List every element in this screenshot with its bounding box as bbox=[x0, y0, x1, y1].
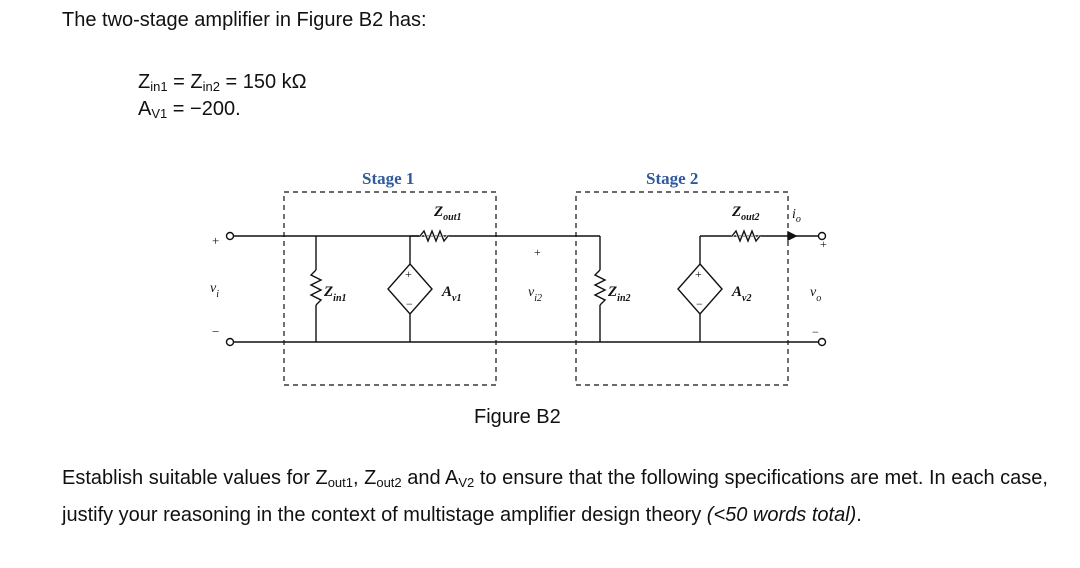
svg-text:−: − bbox=[696, 297, 703, 311]
stage1-label: Stage 1 bbox=[362, 169, 414, 188]
zout2-label: Zout2 bbox=[731, 204, 760, 223]
svg-text:−: − bbox=[534, 335, 541, 349]
stage2-label: Stage 2 bbox=[646, 169, 698, 188]
param-zin: Zin1 = Zin2 = 150 kΩ bbox=[138, 71, 307, 94]
av2-label: Av2 bbox=[731, 284, 751, 304]
svg-text:+: + bbox=[212, 233, 219, 248]
io-label: io bbox=[792, 207, 801, 225]
svg-text:+: + bbox=[695, 267, 702, 281]
vo-label: vo bbox=[810, 285, 821, 304]
problem-intro: The two-stage amplifier in Figure B2 has… bbox=[62, 9, 427, 31]
zin1-label: Zin1 bbox=[323, 284, 347, 304]
svg-text:+: + bbox=[405, 267, 412, 281]
svg-text:−: − bbox=[212, 324, 219, 339]
vi-label: vi bbox=[210, 281, 219, 300]
zout1-label: Zout1 bbox=[433, 204, 462, 223]
question-text: Establish suitable values for Zout1, Zou… bbox=[62, 467, 1048, 526]
svg-text:−: − bbox=[406, 297, 413, 311]
figure-caption: Figure B2 bbox=[474, 406, 561, 428]
svg-text:−: − bbox=[812, 325, 819, 339]
svg-text:+: + bbox=[820, 237, 827, 251]
stage2-box bbox=[575, 191, 789, 386]
svg-text:+: + bbox=[534, 245, 541, 259]
param-av1: AV1 = −200. bbox=[138, 98, 241, 121]
vi2-label: vi2 bbox=[528, 285, 542, 304]
av1-label: Av1 bbox=[441, 284, 461, 304]
zin2-label: Zin2 bbox=[607, 284, 631, 304]
stage1-box bbox=[283, 191, 497, 386]
